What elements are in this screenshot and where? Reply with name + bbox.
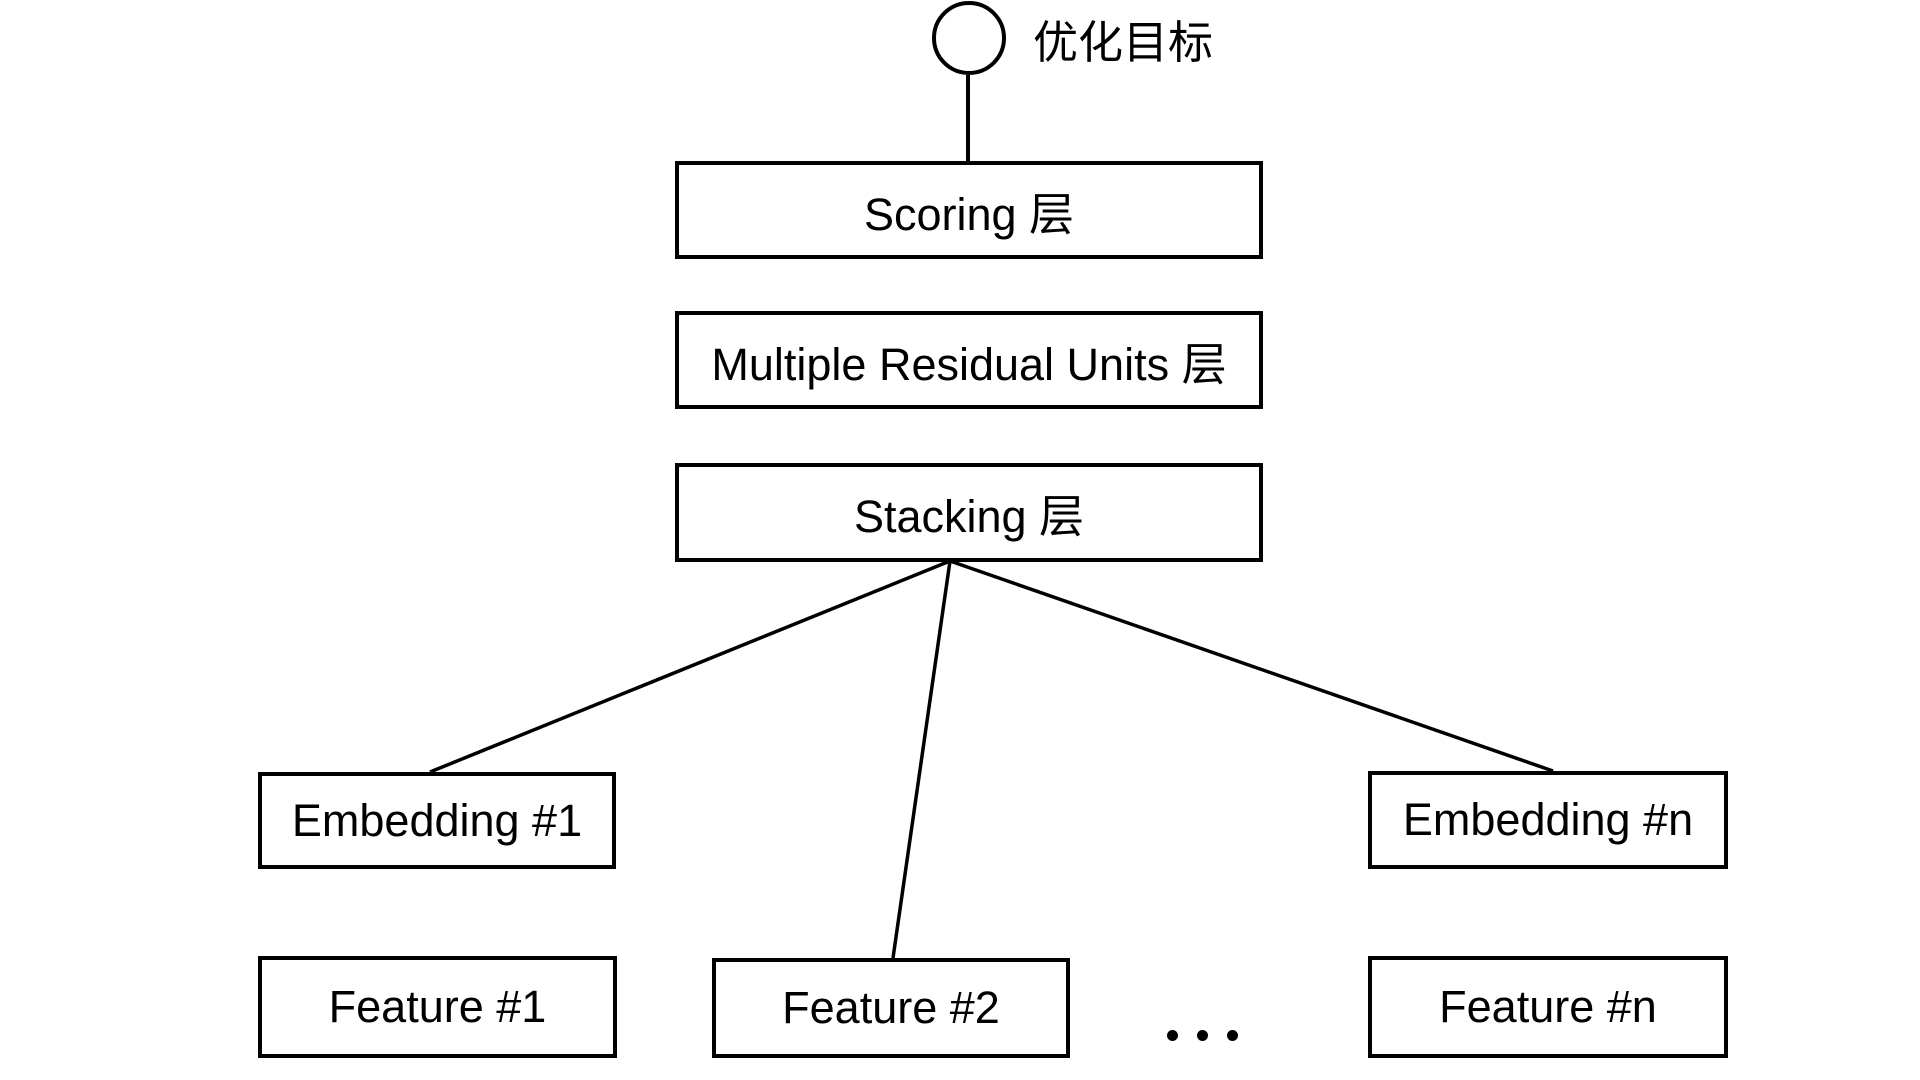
- optimization-target-label: 优化目标: [1033, 16, 1214, 68]
- scoring-layer-box: Scoring 层: [675, 161, 1263, 259]
- edge-stacking-to-embedding-n: [949, 559, 1554, 773]
- embedding-1-label: Embedding #1: [291, 794, 583, 846]
- feature-n-box: Feature #n: [1368, 956, 1728, 1058]
- multiple-residual-units-layer-label: Multiple Residual Units 层: [711, 338, 1227, 390]
- feature-2-label: Feature #2: [782, 982, 1000, 1033]
- feature-n-label: Feature #n: [1439, 981, 1657, 1032]
- ellipsis-dots: ...: [1167, 1008, 1269, 1062]
- embedding-n-label: Embedding #n: [1402, 794, 1694, 845]
- stacking-layer-box: Stacking 层: [675, 463, 1263, 562]
- multiple-residual-units-layer-box: Multiple Residual Units 层: [675, 311, 1263, 409]
- feature-2-box: Feature #2: [712, 958, 1070, 1058]
- edge-stacking-to-feature-2: [891, 560, 952, 959]
- scoring-layer-label: Scoring 层: [863, 188, 1075, 240]
- ellipsis-dot: [1197, 1029, 1208, 1041]
- edge-stacking-to-embedding-1: [429, 559, 951, 774]
- ellipsis-dot: [1227, 1029, 1238, 1041]
- feature-1-box: Feature #1: [258, 956, 617, 1058]
- ellipsis-dot: [1167, 1029, 1178, 1041]
- feature-1-label: Feature #1: [328, 981, 547, 1032]
- embedding-n-box: Embedding #n: [1368, 771, 1728, 869]
- embedding-1-box: Embedding #1: [258, 772, 616, 869]
- stacking-layer-label: Stacking 层: [853, 491, 1085, 542]
- optimization-target-circle-icon: [932, 1, 1006, 75]
